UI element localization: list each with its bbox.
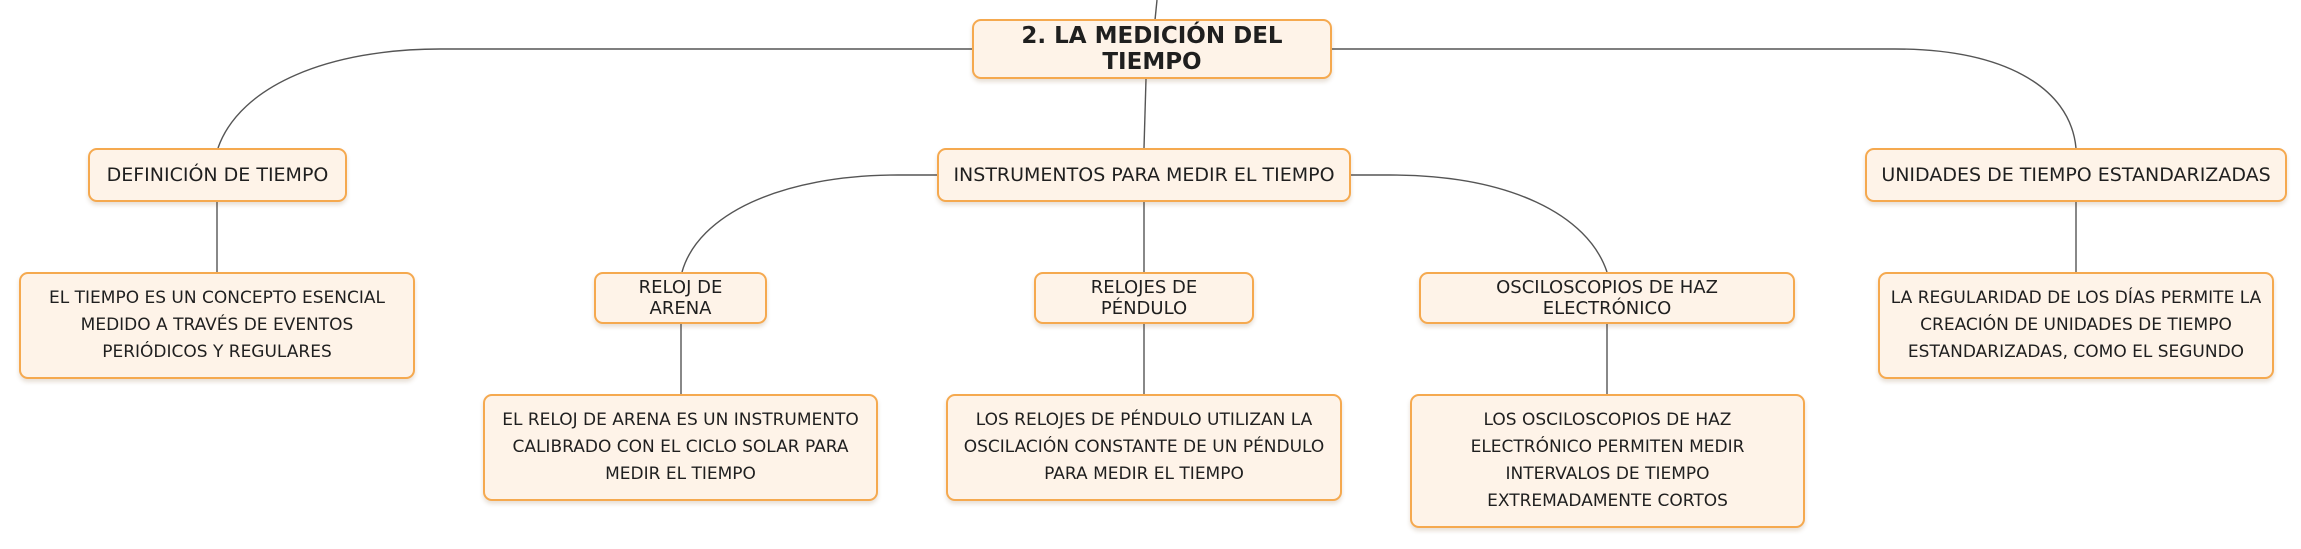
detail-reloj-arena[interactable]: EL RELOJ DE ARENA ES UN INSTRUMENTO CALI… — [483, 394, 878, 501]
instrument-relojes-pendulo[interactable]: RELOJES DE PÉNDULO — [1034, 272, 1254, 324]
branch-instrumentos[interactable]: INSTRUMENTOS PARA MEDIR EL TIEMPO — [937, 148, 1351, 202]
branch-unidades-label: UNIDADES DE TIEMPO ESTANDARIZADAS — [1881, 164, 2271, 186]
connector-instrumentos-arena — [681, 174, 937, 273]
detail-relojes-pendulo-text: LOS RELOJES DE PÉNDULO UTILIZAN LA OSCIL… — [963, 410, 1325, 484]
branch-instrumentos-label: INSTRUMENTOS PARA MEDIR EL TIEMPO — [953, 164, 1335, 186]
instrument-reloj-arena-label: RELOJ DE ARENA — [638, 277, 723, 319]
connector-root-definicion — [217, 48, 972, 149]
detail-unidades-text: LA REGULARIDAD DE LOS DÍAS PERMITE LA CR… — [1890, 288, 2262, 362]
instrument-osciloscopios[interactable]: OSCILOSCOPIOS DE HAZ ELECTRÓNICO — [1419, 272, 1795, 324]
instrument-relojes-pendulo-label: RELOJES DE PÉNDULO — [1090, 277, 1198, 319]
instrument-osciloscopios-label: OSCILOSCOPIOS DE HAZ ELECTRÓNICO — [1496, 277, 1718, 319]
branch-unidades[interactable]: UNIDADES DE TIEMPO ESTANDARIZADAS — [1865, 148, 2287, 202]
root-label: 2. LA MEDICIÓN DEL TIEMPO — [1021, 23, 1283, 75]
instrument-reloj-arena[interactable]: RELOJ DE ARENA — [594, 272, 767, 324]
connector-parent-root — [1154, 0, 1158, 21]
detail-reloj-arena-text: EL RELOJ DE ARENA ES UN INSTRUMENTO CALI… — [502, 410, 859, 484]
detail-relojes-pendulo[interactable]: LOS RELOJES DE PÉNDULO UTILIZAN LA OSCIL… — [946, 394, 1342, 501]
detail-osciloscopios[interactable]: LOS OSCILOSCOPIOS DE HAZ ELECTRÓNICO PER… — [1410, 394, 1805, 528]
detail-unidades[interactable]: LA REGULARIDAD DE LOS DÍAS PERMITE LA CR… — [1878, 272, 2274, 379]
connector-instrumentos-osciloscopios — [1351, 174, 1608, 273]
branch-definicion-label: DEFINICIÓN DE TIEMPO — [106, 164, 329, 186]
branch-definicion-tiempo[interactable]: DEFINICIÓN DE TIEMPO — [88, 148, 347, 202]
detail-definicion[interactable]: EL TIEMPO ES UN CONCEPTO ESENCIAL MEDIDO… — [19, 272, 415, 379]
connector-root-instrumentos — [1143, 78, 1147, 149]
root-node[interactable]: 2. LA MEDICIÓN DEL TIEMPO — [972, 19, 1332, 79]
detail-osciloscopios-text: LOS OSCILOSCOPIOS DE HAZ ELECTRÓNICO PER… — [1470, 410, 1745, 511]
detail-definicion-text: EL TIEMPO ES UN CONCEPTO ESENCIAL MEDIDO… — [49, 288, 385, 362]
connector-root-unidades — [1332, 48, 2077, 149]
